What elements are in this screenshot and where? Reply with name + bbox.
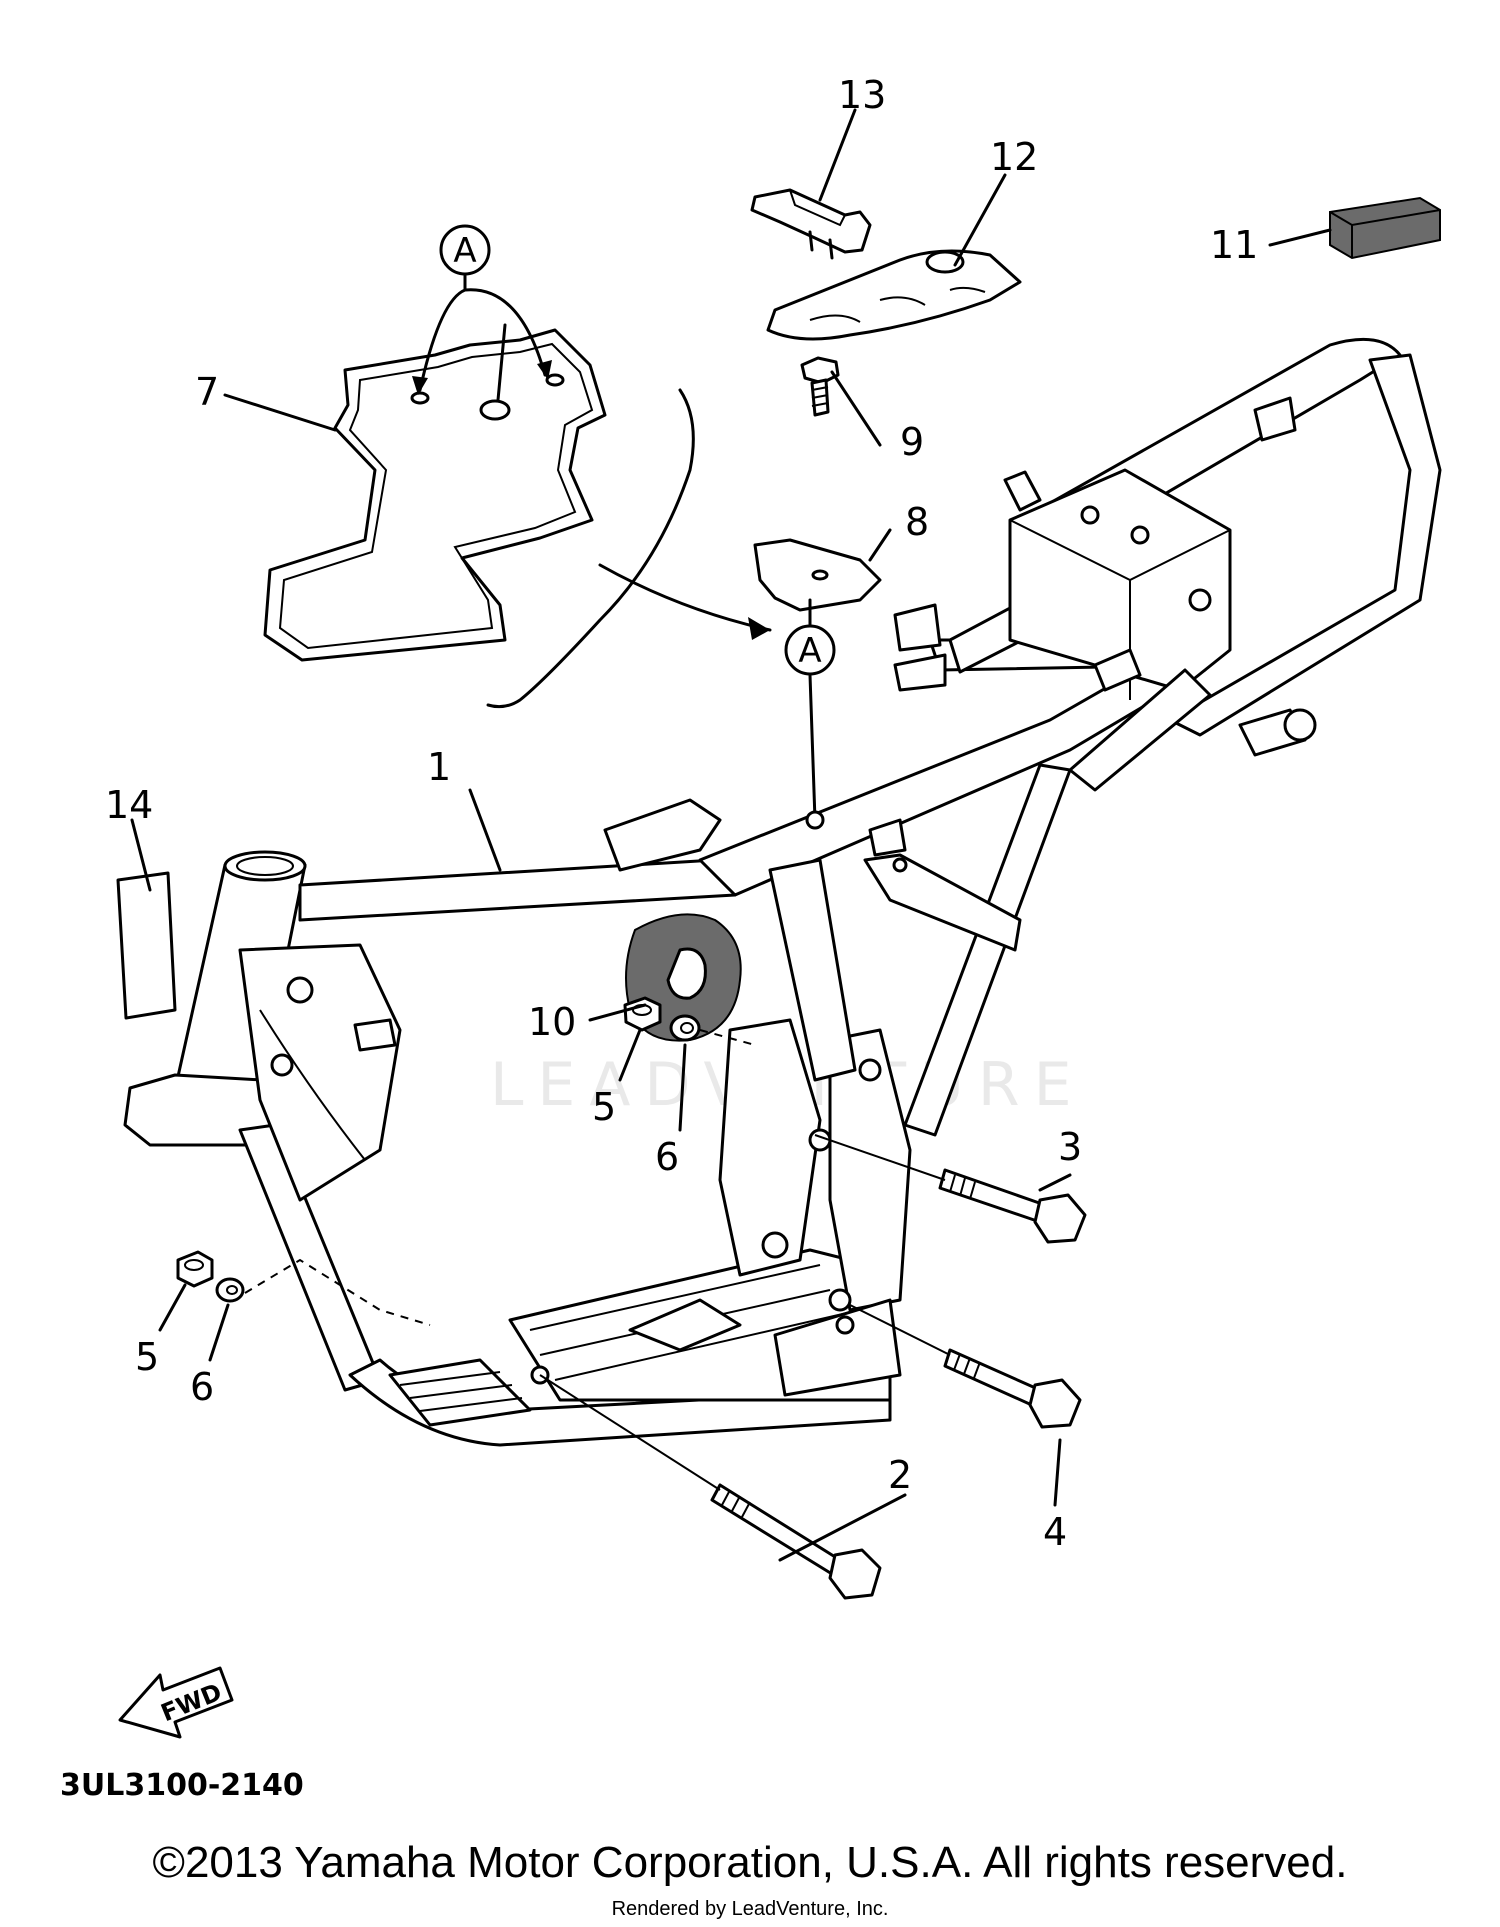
part-6-washer-lower (215, 1277, 245, 1303)
part-14-decal (116, 871, 177, 1020)
reference-label-a-lower: A (798, 631, 821, 671)
leader-6-lower (208, 1303, 230, 1362)
leader-5-upper (618, 1028, 642, 1082)
leader-a-top-mid (496, 323, 507, 402)
part-11-rubber-block (1329, 196, 1441, 260)
leader-3 (1038, 1173, 1072, 1192)
leader-12 (953, 173, 1007, 267)
callout-12: 12 (990, 135, 1038, 179)
callout-3: 3 (1058, 1125, 1082, 1169)
leader-13 (818, 108, 857, 202)
part-5-nut-lower (176, 1250, 214, 1288)
leader-5-lower (158, 1283, 187, 1332)
leader-8 (868, 528, 892, 562)
callout-6-upper: 6 (655, 1135, 679, 1179)
leader-11 (1268, 228, 1332, 247)
callout-2: 2 (888, 1453, 912, 1497)
part-3-bolt (938, 1168, 1087, 1244)
part-9-bolt (800, 356, 840, 417)
leader-10 (588, 1003, 647, 1022)
axis-line-bolt-2 (539, 1374, 721, 1491)
callout-9: 9 (900, 420, 924, 464)
callout-6-lower: 6 (190, 1365, 214, 1409)
part-2-bolt (710, 1483, 882, 1600)
leader-6-upper (678, 1043, 687, 1132)
cover-outline-curve (486, 388, 695, 709)
callout-7: 7 (195, 370, 219, 414)
part-6-washer-upper (669, 1014, 701, 1042)
arrowhead-a-lower (748, 617, 770, 640)
callout-13: 13 (838, 73, 886, 117)
callout-11: 11 (1210, 223, 1258, 267)
arrows-a-top (418, 288, 547, 392)
hidden-line-lower-nut (244, 1258, 431, 1326)
part-8-bracket (753, 538, 882, 612)
leader-2 (778, 1493, 907, 1562)
part-7-cover-plate (263, 328, 607, 662)
rendered-by-credit: Rendered by LeadVenture, Inc. (611, 1898, 889, 1920)
axis-line-bolt-4 (849, 1304, 951, 1356)
leader-14 (130, 818, 152, 892)
part-1-main-frame (123, 337, 1442, 1447)
callout-8: 8 (905, 500, 929, 544)
callout-14: 14 (105, 783, 153, 827)
part-4-bolt (943, 1348, 1082, 1429)
forward-arrow-icon: FWD (118, 1666, 234, 1739)
arrowhead-a-top-left (412, 376, 428, 395)
arrowhead-a-top-right (537, 360, 552, 380)
callout-5-lower: 5 (135, 1335, 159, 1379)
reference-label-a-top: A (453, 231, 476, 271)
callout-5-upper: 5 (592, 1085, 616, 1129)
leader-9 (830, 370, 882, 447)
callout-10: 10 (528, 1000, 576, 1044)
callout-4: 4 (1043, 1510, 1067, 1554)
axis-line-bolt-3 (814, 1134, 946, 1181)
arrow-to-a-lower (598, 563, 772, 632)
part-12-cushion (766, 249, 1022, 341)
callout-1: 1 (427, 745, 451, 789)
leader-a-lower (808, 673, 817, 822)
part-13-strap (750, 188, 872, 260)
hidden-line-upper-washer (699, 1029, 756, 1046)
copyright-notice: ©2013 Yamaha Motor Corporation, U.S.A. A… (152, 1838, 1348, 1887)
diagram-code: 3UL3100-2140 (60, 1768, 304, 1803)
leader-4 (1053, 1438, 1062, 1507)
leader-7 (223, 393, 337, 432)
leader-1 (468, 788, 502, 872)
part-5-nut-upper (623, 996, 662, 1032)
